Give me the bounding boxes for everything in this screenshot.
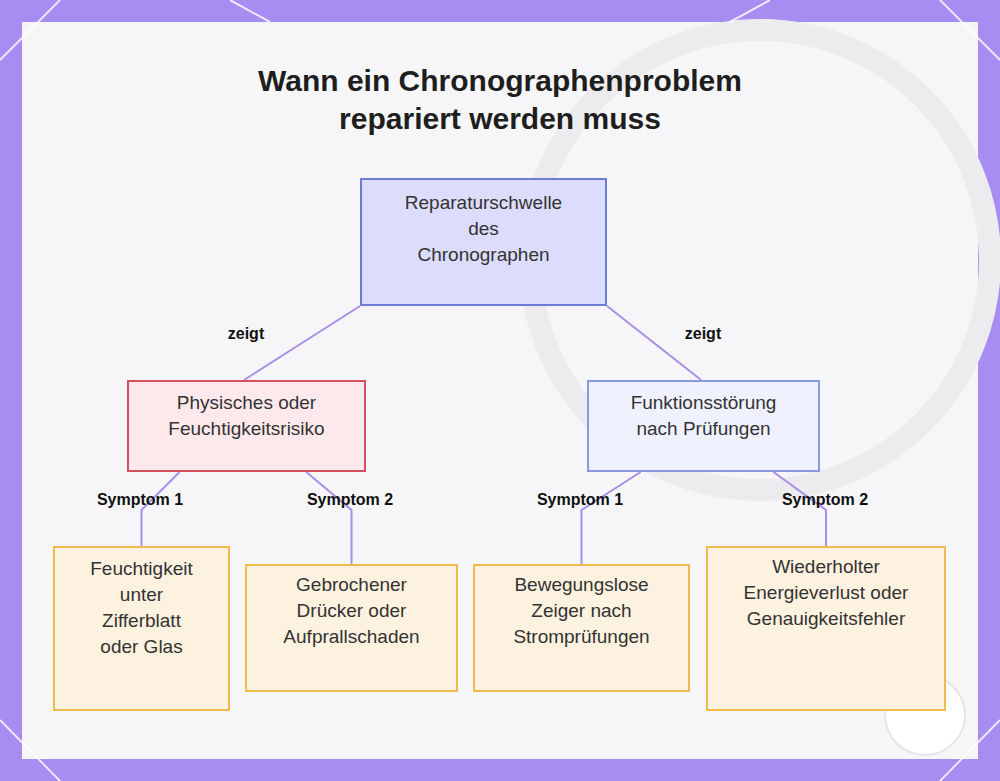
symptom-box: Wiederholter Energieverlust oder Genauig…	[706, 546, 946, 711]
node-text: Wiederholter Energieverlust oder Genauig…	[743, 554, 909, 632]
edge-label: Symptom 1	[537, 491, 623, 509]
canvas-area	[22, 22, 978, 759]
corner-line	[940, 0, 1000, 60]
node-text: Physisches oder Feuchtigkeitsrisiko	[149, 390, 344, 442]
corner-line	[730, 0, 770, 22]
corner-line	[0, 0, 60, 60]
symptom-box: Feuchtigkeit unter Zifferblatt oder Glas	[53, 546, 230, 711]
edge-label: zeigt	[685, 325, 721, 343]
connector-line	[582, 472, 641, 564]
connector-line	[773, 472, 826, 546]
node-text: Reparaturschwelle des Chronographen	[400, 190, 567, 268]
connector-line	[244, 306, 360, 380]
category-box: Funktionsstörung nach Prüfungen	[587, 380, 820, 472]
node-text: Feuchtigkeit unter Zifferblatt oder Glas	[83, 556, 200, 660]
diagram-title: Wann ein Chronographenproblem repariert …	[200, 62, 800, 138]
corner-line	[940, 720, 1000, 781]
edge-label: Symptom 1	[97, 491, 183, 509]
root-box: Reparaturschwelle des Chronographen	[360, 178, 607, 306]
node-text: Bewegungslose Zeiger nach Stromprüfungen	[503, 572, 660, 650]
category-box: Physisches oder Feuchtigkeitsrisiko	[127, 380, 366, 472]
connector-line	[142, 472, 180, 546]
corner-line	[230, 0, 270, 22]
corner-line	[0, 720, 60, 781]
edge-label: Symptom 2	[782, 491, 868, 509]
connector-line	[306, 472, 351, 564]
edge-label: Symptom 2	[307, 491, 393, 509]
edge-label: zeigt	[228, 325, 264, 343]
symptom-box: Gebrochener Drücker oder Aufprallschaden	[245, 564, 458, 692]
connector-line	[607, 306, 701, 380]
node-text: Funktionsstörung nach Prüfungen	[615, 390, 792, 442]
symptom-box: Bewegungslose Zeiger nach Stromprüfungen	[473, 564, 690, 692]
node-text: Gebrochener Drücker oder Aufprallschaden	[273, 572, 430, 650]
